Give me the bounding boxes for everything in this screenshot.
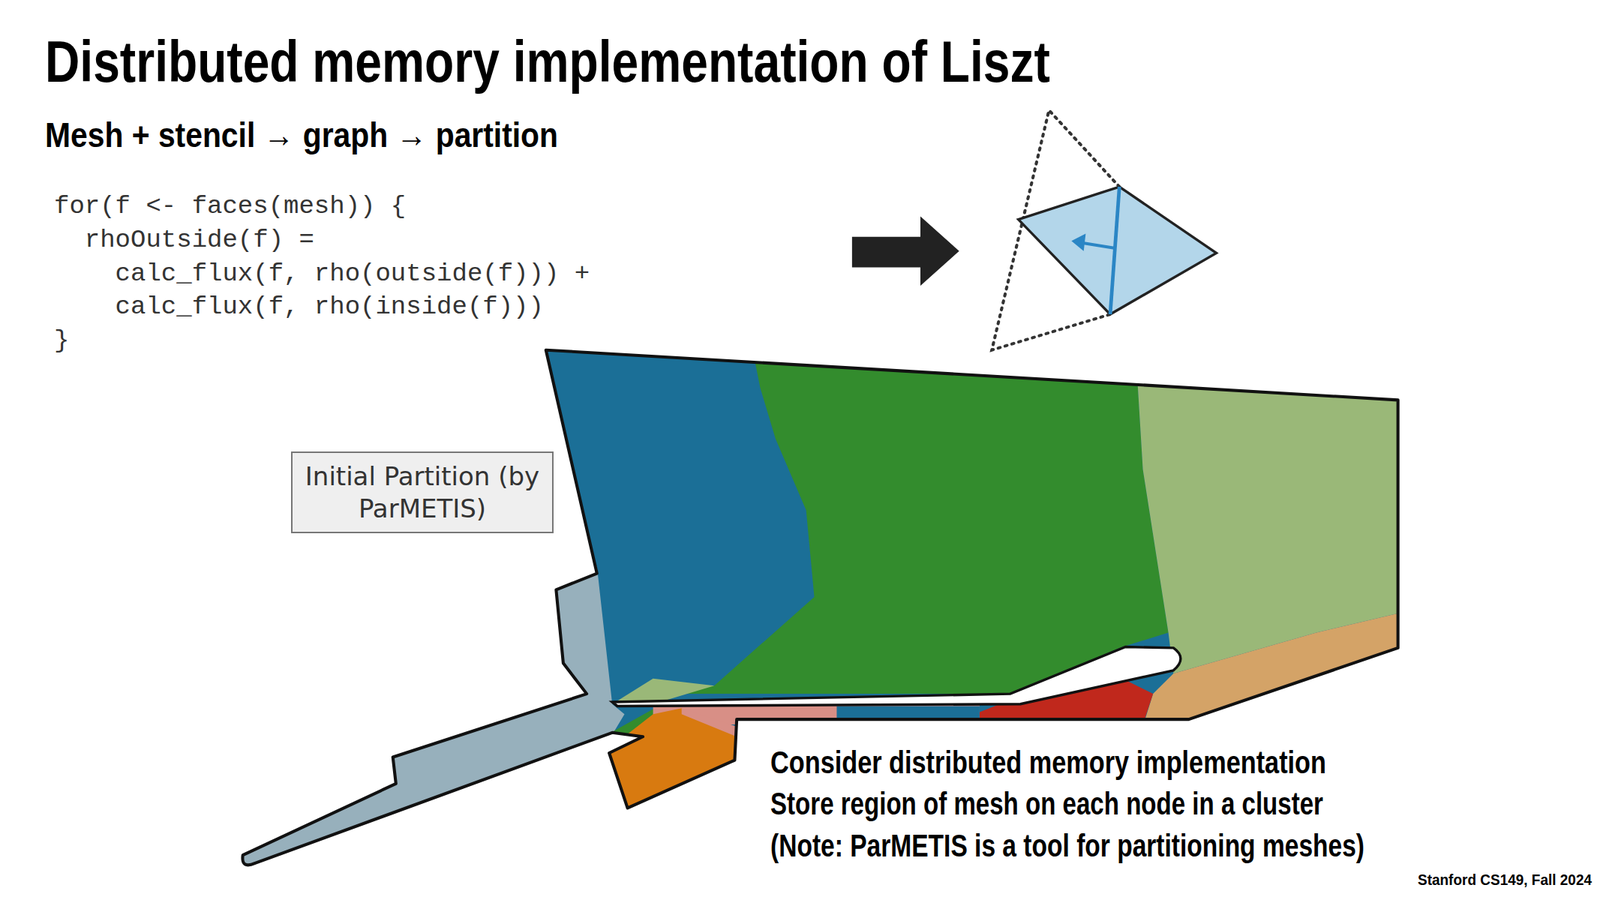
note-text: Store region of mesh on each node in a c…	[770, 785, 1324, 823]
subtitle: Mesh + stencil → graph → partition	[45, 114, 559, 157]
note-text: Consider distributed memory implementati…	[770, 744, 1327, 782]
code-line: calc_flux(f, rho(inside(f)))	[54, 291, 544, 323]
face-stencil-diagram	[991, 110, 1216, 351]
label-box: Initial Partition (by ParMETIS)	[291, 451, 554, 534]
code-line: for(f <- faces(mesh)) {	[54, 191, 406, 223]
code-line: }	[54, 325, 70, 357]
code-line: rhoOutside(f) =	[54, 225, 315, 256]
slide-title: Distributed memory implementation of Lis…	[45, 27, 1051, 98]
footer: Stanford CS149, Fall 2024	[1417, 870, 1592, 889]
partition-regions	[153, 306, 1480, 900]
note-text: (Note: ParMETIS is a tool for partitioni…	[770, 827, 1365, 865]
code-line: calc_flux(f, rho(outside(f))) +	[54, 258, 590, 290]
big-arrow	[852, 216, 960, 286]
box-text: Initial Partition (by ParMETIS)	[298, 460, 547, 525]
